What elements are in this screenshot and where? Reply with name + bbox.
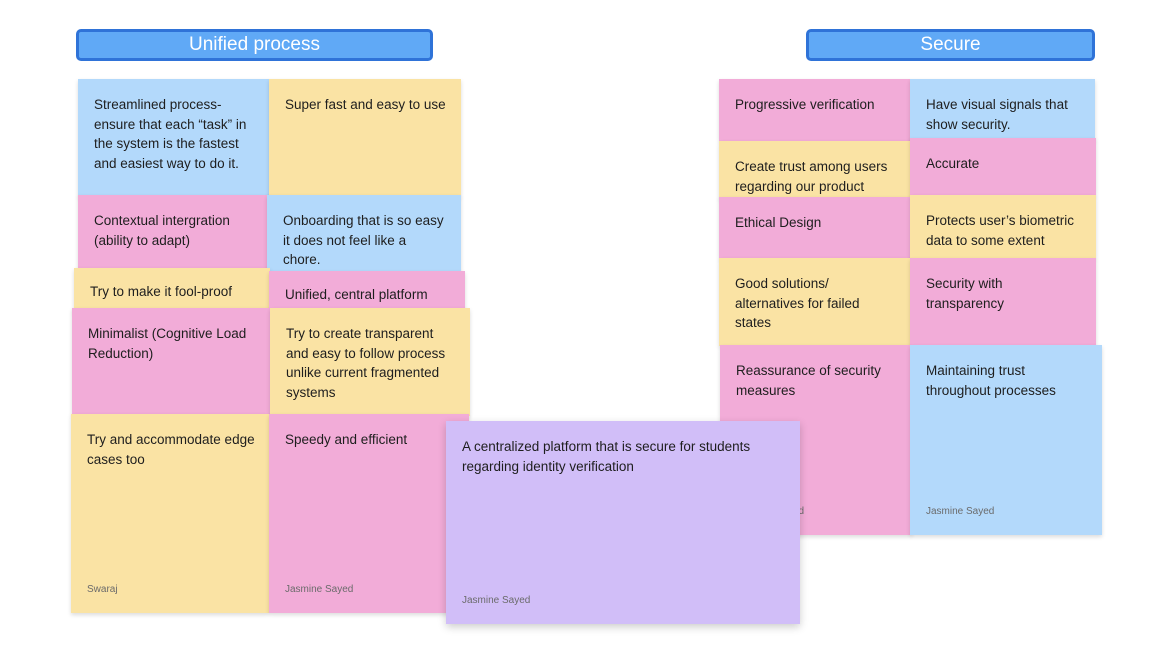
note-text: Create trust among users regarding our p… — [735, 159, 888, 194]
sticky-note-security-transparency[interactable]: Security with transparency — [910, 258, 1096, 346]
sticky-note-ethical[interactable]: Ethical Design — [719, 197, 911, 259]
note-text: Unified, central platform — [285, 287, 428, 302]
note-author: Jasmine Sayed — [926, 505, 995, 517]
note-text: Try to make it fool-proof — [90, 284, 233, 299]
sticky-note-accurate[interactable]: Accurate — [910, 138, 1096, 196]
header-secure[interactable]: Secure — [806, 29, 1095, 61]
sticky-note-biometric[interactable]: Protects user’s biometric data to some e… — [910, 195, 1096, 259]
note-text: Streamlined process- ensure that each “t… — [94, 97, 247, 171]
sticky-note-centralized[interactable]: A centralized platform that is secure fo… — [446, 421, 800, 624]
note-author: Jasmine Sayed — [285, 583, 354, 595]
note-text: Speedy and efficient — [285, 432, 408, 447]
note-text: Security with transparency — [926, 276, 1005, 311]
sticky-note-progressive[interactable]: Progressive verification — [719, 79, 911, 141]
note-text: Super fast and easy to use — [285, 97, 446, 112]
note-text: Progressive verification — [735, 97, 875, 112]
note-text: Onboarding that is so easy it does not f… — [283, 213, 444, 267]
note-text: Try and accommodate edge cases too — [87, 432, 255, 467]
sticky-note-onboarding[interactable]: Onboarding that is so easy it does not f… — [267, 195, 461, 273]
note-text: Contextual intergration (ability to adap… — [94, 213, 230, 248]
note-text: Ethical Design — [735, 215, 822, 230]
note-text: Accurate — [926, 156, 980, 171]
sticky-note-minimalist[interactable]: Minimalist (Cognitive Load Reduction) — [72, 308, 270, 416]
sticky-note-create-trust[interactable]: Create trust among users regarding our p… — [719, 141, 911, 199]
note-text: A centralized platform that is secure fo… — [462, 439, 751, 474]
note-text: Try to create transparent and easy to fo… — [286, 326, 446, 400]
note-author: Jasmine Sayed — [462, 594, 531, 606]
note-text: Maintaining trust throughout processes — [926, 363, 1056, 398]
sticky-note-speedy[interactable]: Speedy and efficient Jasmine Sayed — [269, 414, 469, 613]
note-author: Swaraj — [87, 583, 118, 595]
note-text: Minimalist (Cognitive Load Reduction) — [88, 326, 247, 361]
note-text: Good solutions/ alternatives for failed … — [735, 276, 860, 330]
sticky-note-visual-signals[interactable]: Have visual signals that show security. — [910, 79, 1095, 141]
note-text: Protects user’s biometric data to some e… — [926, 213, 1075, 248]
note-text: Reassurance of security measures — [736, 363, 881, 398]
sticky-note-good-solutions[interactable]: Good solutions/ alternatives for failed … — [719, 258, 911, 346]
header-unified-process[interactable]: Unified process — [76, 29, 433, 61]
sticky-note-fool-proof[interactable]: Try to make it fool-proof — [74, 268, 270, 314]
note-author: d — [798, 505, 804, 517]
sticky-note-streamlined[interactable]: Streamlined process- ensure that each “t… — [78, 79, 270, 197]
sticky-note-edge-cases[interactable]: Try and accommodate edge cases too Swara… — [71, 414, 269, 613]
sticky-note-maintaining-trust[interactable]: Maintaining trust throughout processes J… — [910, 345, 1102, 535]
sticky-note-contextual[interactable]: Contextual intergration (ability to adap… — [78, 195, 270, 273]
note-text: Have visual signals that show security. — [926, 97, 1068, 132]
sticky-note-super-fast[interactable]: Super fast and easy to use — [269, 79, 461, 197]
sticky-note-transparent-process[interactable]: Try to create transparent and easy to fo… — [270, 308, 470, 416]
